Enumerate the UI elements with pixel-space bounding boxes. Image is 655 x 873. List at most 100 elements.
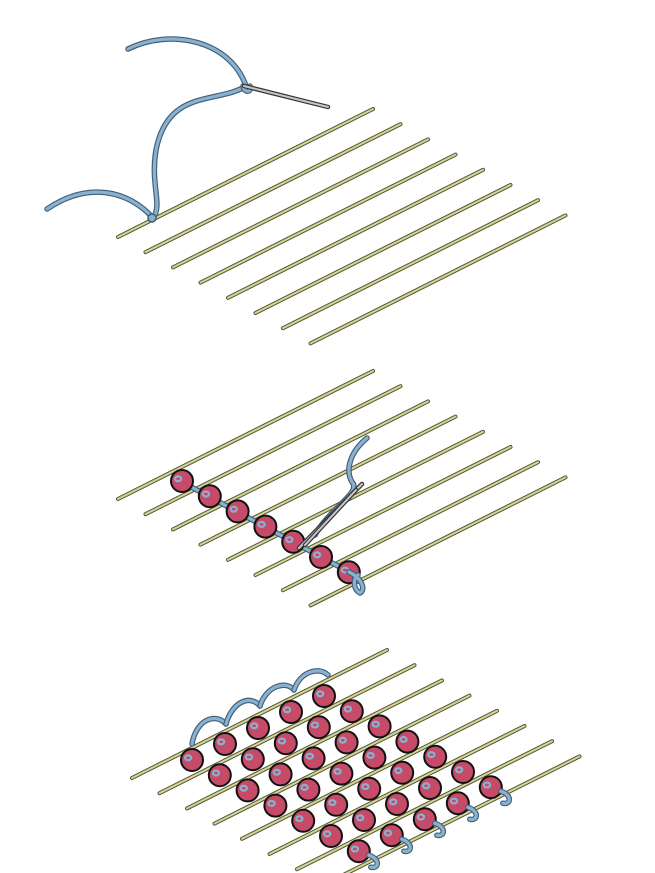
thread-icon <box>44 36 249 221</box>
bead-hole <box>173 475 183 483</box>
warp-thread <box>253 183 513 315</box>
warp-thread <box>253 445 513 577</box>
thread-tail <box>498 788 512 807</box>
bead-icon <box>235 778 260 803</box>
thread-core <box>347 570 365 595</box>
warp-thread-core <box>186 679 443 810</box>
warp-thread-core <box>172 400 429 531</box>
bead-hole <box>394 767 403 775</box>
bead-icon <box>170 469 194 493</box>
warp-thread <box>198 152 458 285</box>
bead-icon <box>319 824 343 848</box>
bead-icon <box>451 760 475 784</box>
bead-body <box>213 732 237 756</box>
bead-hole <box>366 751 375 759</box>
warp-thread <box>267 724 527 856</box>
bead-hole <box>449 797 459 805</box>
bead-body <box>390 760 415 785</box>
warp-thread-core <box>282 199 539 330</box>
bead-body <box>273 731 298 756</box>
bead-body <box>334 730 359 755</box>
bead-body <box>385 792 409 816</box>
bead-icon <box>253 514 278 539</box>
bead-body <box>301 746 326 771</box>
bead-hole <box>201 490 211 498</box>
bead-hole <box>257 520 266 528</box>
warp-thread-core <box>254 446 512 576</box>
warp-thread <box>308 213 568 346</box>
bead-hole <box>310 721 320 729</box>
needle-body <box>243 85 329 108</box>
warp-thread-core <box>227 430 484 561</box>
bead-body <box>362 745 387 770</box>
bead-icon <box>334 730 359 755</box>
bead-icon <box>423 744 448 769</box>
thread-tail <box>465 804 479 823</box>
bead-body <box>357 776 382 801</box>
bead-body <box>291 808 316 833</box>
bead-body <box>268 762 293 787</box>
bead-hole <box>244 753 254 761</box>
thread-core <box>258 683 296 708</box>
bead-body <box>395 729 420 754</box>
thread-outline <box>44 36 249 221</box>
needle-body <box>304 489 357 546</box>
bead-body <box>379 823 404 848</box>
thread-knot <box>147 213 157 223</box>
warp-thread-core <box>144 385 402 516</box>
warp-thread <box>116 369 375 501</box>
needle-icon <box>241 83 331 110</box>
warp-thread-core <box>282 461 539 592</box>
bead-body <box>253 514 278 539</box>
bead-icon <box>180 748 204 772</box>
warp-thread <box>171 399 430 532</box>
bead-hole <box>312 551 322 559</box>
bead-icon <box>279 700 303 724</box>
bead-icon <box>329 761 354 786</box>
bead-body <box>352 808 376 832</box>
bead-body <box>306 715 331 740</box>
bead-icon <box>309 545 333 569</box>
warp-thread-core <box>172 138 429 269</box>
bead-body <box>319 824 343 848</box>
bead-body <box>367 714 392 739</box>
bead-body <box>478 775 503 800</box>
panel-step-1 <box>44 36 568 346</box>
bead-icon <box>225 499 250 524</box>
thread-arc <box>189 715 229 747</box>
thread-arc <box>291 668 331 693</box>
thread-core <box>292 669 330 692</box>
warp-thread <box>171 137 430 270</box>
thread-core <box>433 821 445 838</box>
bead-body <box>412 807 437 832</box>
bead-hole <box>239 784 248 792</box>
warp-thread <box>240 708 499 841</box>
warp-thread <box>130 648 389 780</box>
bead-body <box>246 716 270 740</box>
bead-hole <box>333 767 342 775</box>
needle-icon <box>302 487 359 548</box>
bead-hole <box>361 783 370 791</box>
bead-body <box>329 761 354 786</box>
bead-hole <box>338 736 347 744</box>
warp-thread <box>342 754 582 873</box>
warp-thread-core <box>158 664 416 795</box>
panel-step-2 <box>116 369 568 608</box>
bead-body <box>296 777 321 802</box>
thread-tail <box>366 852 380 871</box>
thread-core <box>224 699 262 726</box>
bead-body <box>451 760 475 784</box>
bead-body <box>263 793 288 818</box>
warp-thread <box>116 107 375 239</box>
warp-thread-core <box>268 725 526 855</box>
bead-hole <box>383 829 393 837</box>
bead-body <box>240 747 265 772</box>
panel-step-3 <box>130 648 582 873</box>
thread-arc <box>257 682 297 709</box>
bead-hole <box>295 815 304 823</box>
bead-body <box>324 792 349 817</box>
bead-icon <box>357 776 382 801</box>
thread-core <box>367 853 379 870</box>
bead-hole <box>216 738 226 746</box>
